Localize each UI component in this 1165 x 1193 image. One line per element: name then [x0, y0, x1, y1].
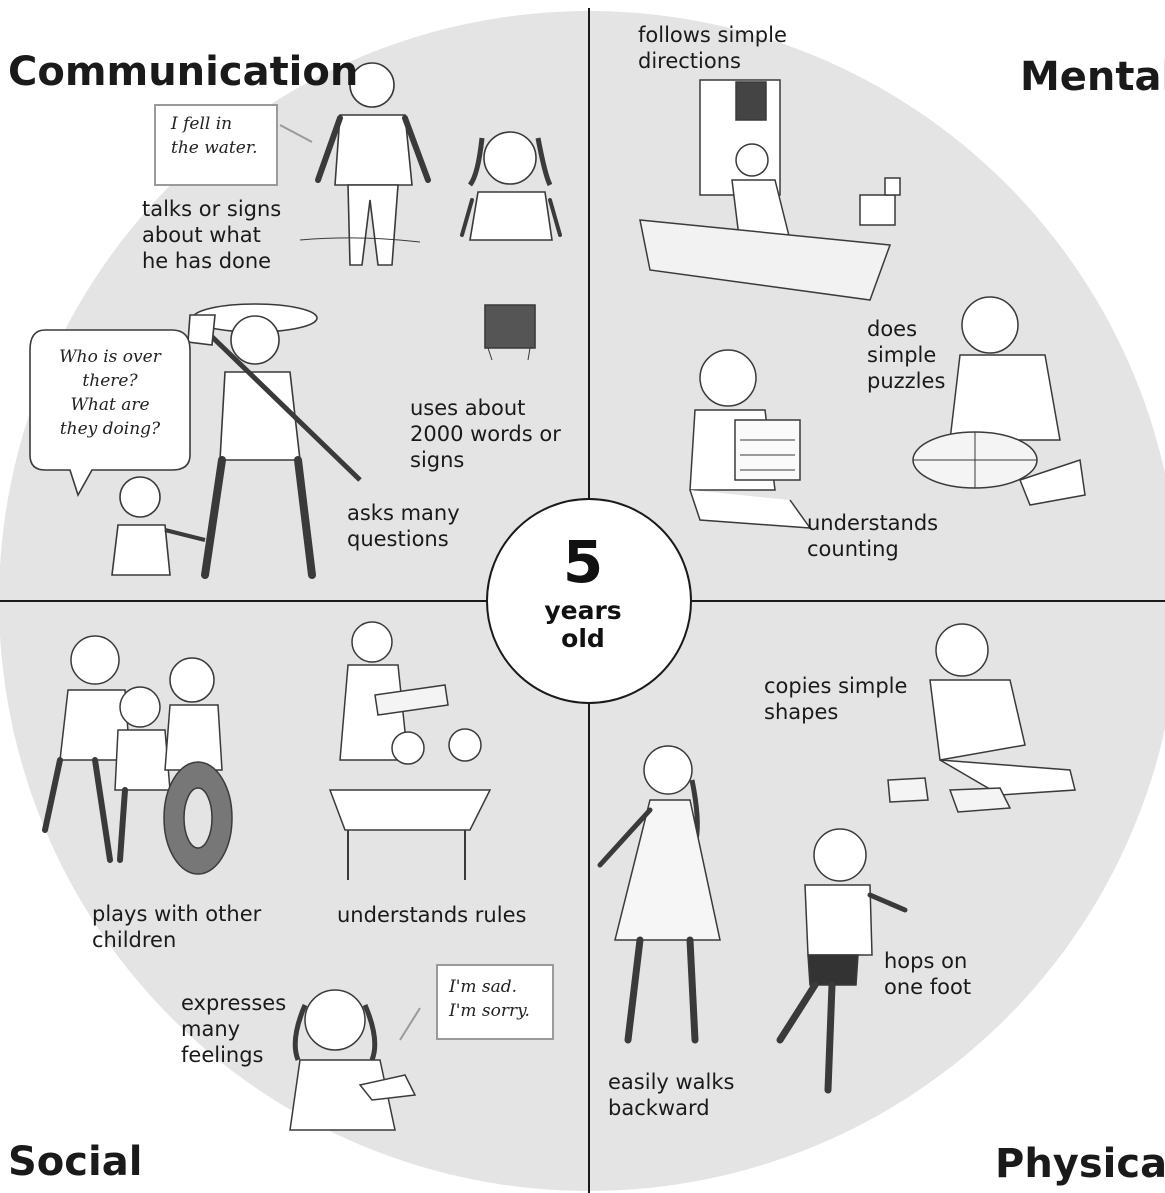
puzzle-girl-illustration — [912, 296, 1086, 506]
feelings-girl-illustration — [289, 989, 417, 1131]
label-does-puzzles: does simple puzzles — [867, 317, 946, 393]
father-and-child-illustration — [111, 303, 362, 579]
speech-box-sad — [436, 964, 554, 1040]
counting-boy-illustration — [689, 349, 812, 529]
title-social: Social — [8, 1139, 143, 1185]
speech-text-sad: I'm sad. I'm sorry. — [449, 977, 530, 1021]
label-uses-2000-words: uses about 2000 words or signs — [410, 396, 561, 472]
center-circle — [486, 498, 692, 704]
speech-text-fell: I fell in the water. — [171, 114, 258, 158]
speech-box-fell — [154, 104, 278, 186]
label-talks-or-signs: talks or signs about what he has done — [142, 197, 282, 273]
speech-text-who: Who is over there? What are they doing? — [59, 347, 161, 439]
garden-illustration — [639, 79, 901, 301]
speech-pointer-sad — [399, 1007, 421, 1041]
center-age-unit: years old — [544, 596, 622, 653]
label-understands-rules: understands rules — [337, 903, 527, 927]
hopping-boy-illustration — [776, 828, 908, 1094]
label-hops-one-foot: hops on one foot — [884, 949, 972, 999]
label-walks-backward: easily walks backward — [608, 1070, 735, 1120]
label-copies-shapes: copies simple shapes — [764, 674, 908, 724]
label-asks-questions: asks many questions — [347, 501, 460, 551]
speech-bubble-who — [29, 329, 191, 497]
title-communication: Communication — [8, 49, 359, 95]
classroom-illustration — [328, 621, 492, 880]
title-physical: Physical — [995, 1141, 1165, 1187]
label-expresses-feelings: expresses many feelings — [181, 991, 287, 1067]
drawing-boy-illustration — [887, 623, 1076, 813]
label-plays-with-children: plays with other children — [92, 902, 262, 952]
center-age-number: 5 — [562, 528, 604, 596]
children-playing-illustration — [42, 635, 233, 875]
label-understands-counting: understands counting — [807, 511, 939, 561]
walking-girl-illustration — [597, 745, 721, 1044]
label-follows-directions: follows simple directions — [638, 23, 787, 73]
speech-pointer-fell — [279, 124, 313, 143]
girl-illustration — [460, 131, 562, 361]
title-mental: Mental — [1020, 54, 1165, 100]
wet-boy-illustration — [299, 62, 431, 266]
